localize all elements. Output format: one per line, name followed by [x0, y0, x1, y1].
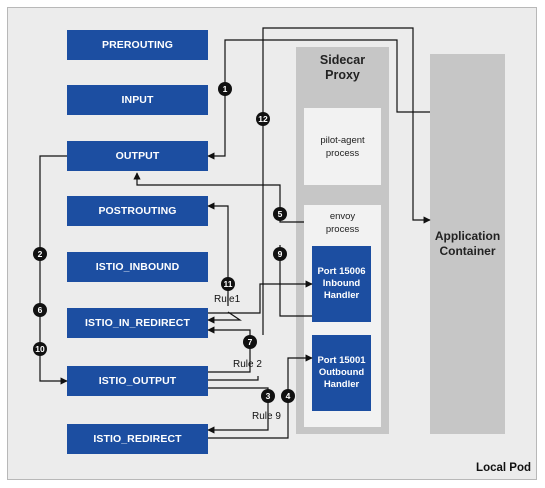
arrow-inbound-to-9	[279, 245, 312, 317]
app-line2: Container	[439, 244, 496, 258]
sidecar-title-line1: Sidecar	[319, 53, 366, 67]
arrow-istio-output-extra	[208, 376, 259, 381]
arrow-3-to-redirect	[207, 387, 269, 434]
arrow-output-to-istio-output	[39, 155, 68, 385]
step-badge-11: 11	[221, 277, 235, 291]
inbound-line3: Handler	[323, 290, 360, 301]
step-badge-1: 1	[218, 82, 232, 96]
step-badge-12: 12	[256, 112, 270, 126]
arrow-envoy-to-postrouting	[133, 172, 304, 223]
outbound-line3: Handler	[323, 379, 360, 390]
pilot-line2: process	[325, 147, 360, 159]
inbound-line1: Port 15006	[317, 266, 366, 277]
step-badge-6: 6	[33, 303, 47, 317]
chain-output: OUTPUT	[67, 141, 208, 171]
app-line1: Application	[434, 229, 501, 243]
chain-istio-output: ISTIO_OUTPUT	[67, 366, 208, 396]
arrow-12-to-app	[262, 27, 431, 335]
inbound-line2: Inbound	[322, 278, 361, 289]
envoy-line2: process	[325, 224, 360, 235]
sidecar-proxy-title: Sidecar Proxy	[296, 53, 389, 83]
arrow-in-redirect-to-inbound	[208, 280, 313, 314]
arrow-rule1-to-in-redirect	[207, 311, 242, 324]
rule2-label: Rule 2	[233, 359, 262, 370]
local-pod-label: Local Pod	[476, 462, 531, 474]
inbound-handler: Port 15006 Inbound Handler	[312, 246, 371, 322]
chain-postrouting: POSTROUTING	[67, 196, 208, 226]
step-badge-9: 9	[273, 247, 287, 261]
outbound-line1: Port 15001	[317, 355, 366, 366]
outbound-line2: Outbound	[318, 367, 365, 378]
pilot-line1: pilot-agent	[320, 134, 365, 146]
arrow-11-to-postrouting	[207, 202, 229, 306]
chain-prerouting: PREROUTING	[67, 30, 208, 60]
step-badge-5: 5	[273, 207, 287, 221]
step-badge-3: 3	[261, 389, 275, 403]
step-badge-4: 4	[281, 389, 295, 403]
rule9-label: Rule 9	[252, 411, 281, 422]
application-container: Application Container	[430, 54, 505, 434]
chain-istio-inbound: ISTIO_INBOUND	[67, 252, 208, 282]
envoy-title: envoy process	[304, 210, 381, 236]
step-badge-10: 10	[33, 342, 47, 356]
rule1-label: Rule1	[214, 294, 241, 305]
envoy-line1: envoy	[329, 211, 356, 222]
sidecar-title-line2: Proxy	[325, 68, 360, 82]
chain-istio-in-redirect: ISTIO_IN_REDIRECT	[67, 308, 208, 338]
arrow-7-to-in-redirect	[207, 326, 251, 373]
chain-istio-redirect: ISTIO_REDIRECT	[67, 424, 208, 454]
step-badge-7: 7	[243, 335, 257, 349]
arrow-app-to-output	[207, 39, 430, 160]
arrow-4-to-outbound	[208, 354, 313, 439]
outbound-handler: Port 15001 Outbound Handler	[312, 335, 371, 411]
step-badge-2: 2	[33, 247, 47, 261]
chain-input: INPUT	[67, 85, 208, 115]
pilot-agent-process: pilot-agent process	[304, 108, 381, 185]
